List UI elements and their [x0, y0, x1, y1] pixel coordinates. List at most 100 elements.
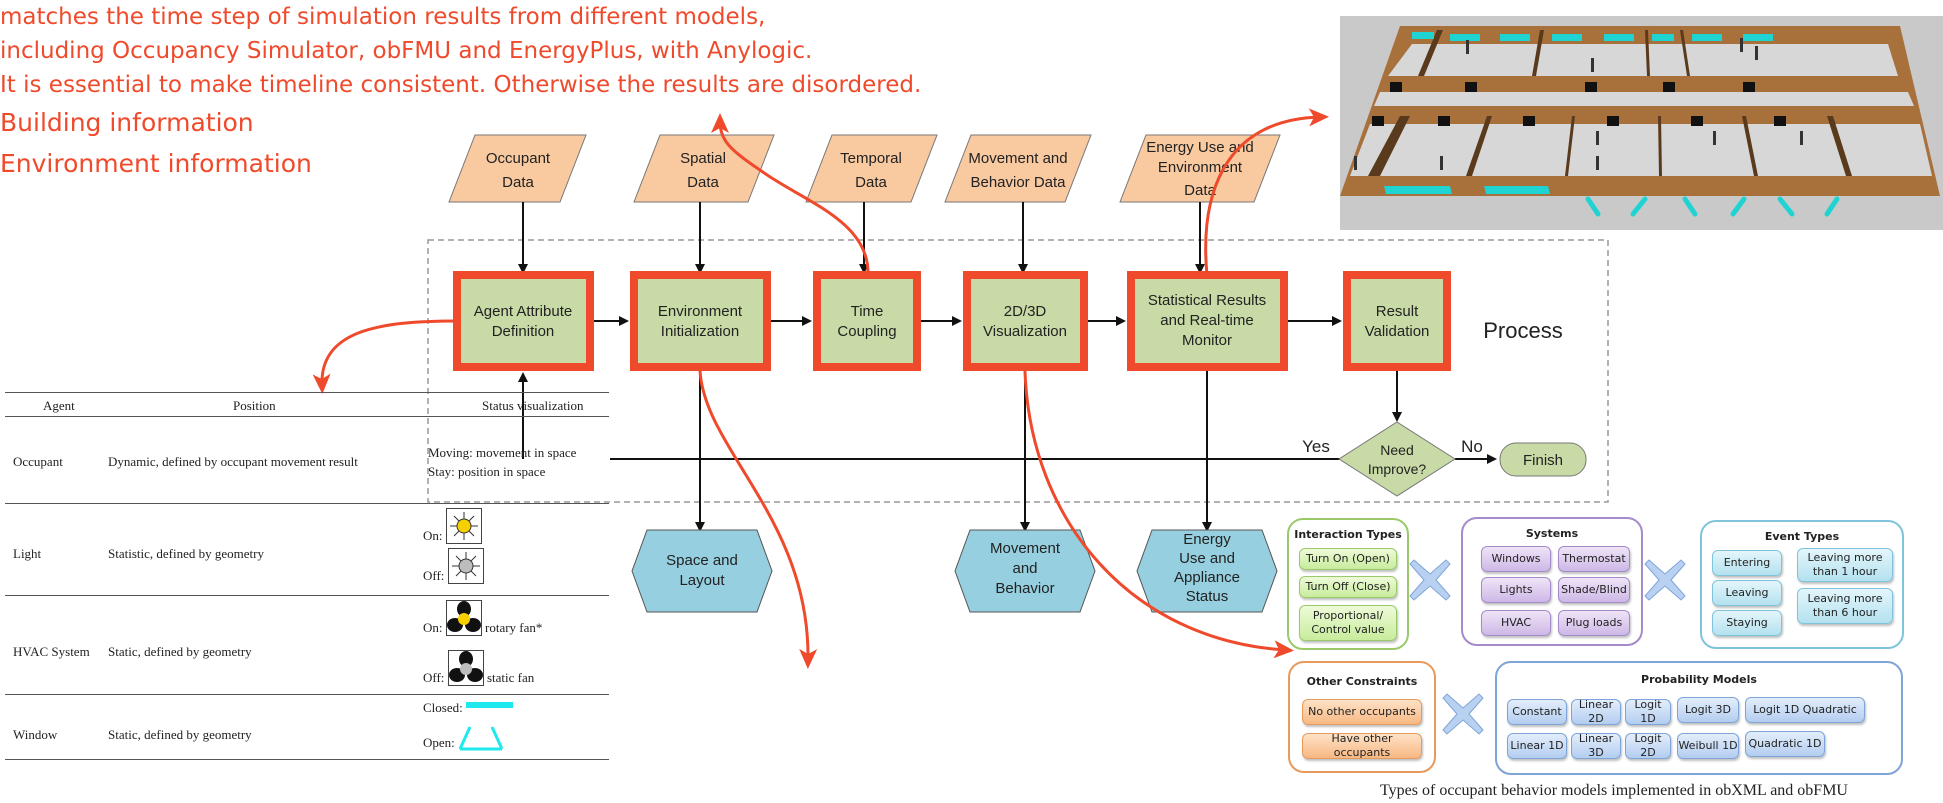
- input-temporal-data: Temporal Data: [805, 134, 938, 203]
- header-status: Status visualization: [482, 398, 584, 413]
- model-item: Logit 1D Quadratic: [1745, 697, 1865, 723]
- step-environment-initialization: Environment Initialization: [630, 271, 771, 371]
- input-label: Spatial: [680, 150, 726, 167]
- systems-panel: Systems Windows Thermostat Lights Shade/…: [1461, 517, 1643, 646]
- svg-text:Monitor: Monitor: [1182, 332, 1232, 349]
- model-item: Constant: [1507, 699, 1567, 725]
- row-window-status-open: Open:: [423, 725, 504, 751]
- input-label: Environment: [1158, 159, 1243, 176]
- render-scene: [1340, 16, 1943, 230]
- status-label: Closed:: [423, 700, 463, 715]
- svg-text:Status: Status: [1186, 588, 1229, 605]
- annotation-arrow-time: [711, 113, 870, 276]
- note-line: It is essential to make timeline consist…: [0, 72, 922, 98]
- window-closed-icon: [465, 702, 513, 708]
- svg-text:Space and: Space and: [666, 552, 738, 569]
- status-label: Open:: [423, 735, 455, 750]
- event-types-panel: Event Types Entering Leaving more than 1…: [1700, 520, 1904, 649]
- svg-text:Time: Time: [851, 303, 884, 320]
- event-item: Leaving more than 1 hour: [1797, 548, 1893, 582]
- note-line: Building information: [0, 108, 254, 137]
- row-occupant-agent: Occupant: [13, 454, 63, 469]
- model-item: Weibull 1D: [1677, 733, 1739, 759]
- svg-text:Initialization: Initialization: [661, 323, 739, 340]
- svg-text:Behavior: Behavior: [995, 580, 1054, 597]
- event-item: Leaving: [1712, 580, 1782, 606]
- decision-no-label: No: [1461, 437, 1483, 456]
- svg-text:and Real-time: and Real-time: [1160, 312, 1253, 329]
- multiply-icon: [1409, 559, 1451, 601]
- light-off-icon: [447, 548, 484, 584]
- row-light-status-off: Off:: [423, 548, 484, 584]
- svg-text:Agent Attribute: Agent Attribute: [474, 303, 572, 320]
- panel-title: Event Types: [1764, 530, 1840, 543]
- system-item: Windows: [1481, 546, 1551, 572]
- annotation-arrow-table: [312, 319, 458, 394]
- status-label: static fan: [486, 670, 535, 685]
- panel-title: Systems: [1525, 527, 1579, 540]
- system-item: Plug loads: [1558, 610, 1630, 636]
- fan-on-icon: [445, 600, 482, 636]
- note-line: Environment information: [0, 149, 312, 178]
- time-coupling-note: matches the time step of simulation resu…: [0, 0, 1943, 102]
- fan-off-icon: [447, 650, 484, 686]
- multiply-icon: [1442, 693, 1484, 735]
- model-item: Quadratic 1D: [1745, 731, 1825, 757]
- process-label: Process: [1483, 318, 1562, 343]
- input-label: Movement and: [968, 150, 1067, 167]
- model-item: Logit 3D: [1677, 697, 1739, 723]
- environment-note: Building information Environment informa…: [0, 102, 1943, 184]
- svg-text:2D/3D: 2D/3D: [1004, 303, 1047, 320]
- input-movement-behavior-data: Movement and Behavior Data: [944, 134, 1092, 203]
- svg-text:Statistical Results: Statistical Results: [1148, 292, 1266, 309]
- input-energy-environment-data: Energy Use and Environment Data: [1119, 134, 1281, 203]
- row-light-status-on: On:: [423, 508, 482, 544]
- step-agent-attribute-definition: Agent Attribute Definition: [453, 271, 594, 371]
- svg-text:Use and: Use and: [1179, 550, 1235, 567]
- event-item: Staying: [1712, 610, 1782, 636]
- model-item: Linear 2D: [1571, 698, 1621, 725]
- panel-title: Probability Models: [1641, 673, 1757, 686]
- status-label: On:: [423, 528, 443, 543]
- input-label: Data: [1184, 182, 1216, 199]
- model-item: Linear 3D: [1571, 732, 1621, 759]
- input-label: Occupant: [486, 150, 551, 167]
- row-hvac-status-on: On: rotary fan*: [423, 600, 542, 636]
- step-time-coupling: Time Coupling: [813, 271, 921, 371]
- decision-yes-label: Yes: [1302, 437, 1330, 456]
- interaction-item: Turn Off (Close): [1299, 576, 1397, 598]
- svg-text:Improve?: Improve?: [1368, 461, 1427, 477]
- model-item: Linear 1D: [1507, 733, 1567, 759]
- window-open-icon: [458, 726, 504, 751]
- svg-text:Environment: Environment: [658, 303, 743, 320]
- row-hvac-agent: HVAC System: [13, 644, 90, 659]
- building-3d-render: [1340, 16, 1943, 230]
- other-constraints-panel: Other Constraints No other occupants Hav…: [1288, 661, 1436, 773]
- input-label: Energy Use and: [1146, 139, 1254, 156]
- row-hvac-status-off: Off: static fan: [423, 650, 534, 686]
- model-item: Logit 1D: [1625, 698, 1671, 725]
- note-line: including Occupancy Simulator, obFMU and…: [0, 38, 813, 64]
- svg-text:Need: Need: [1380, 442, 1413, 458]
- row-occupant-status: Stay: position in space: [428, 464, 546, 479]
- row-hvac-position: Static, defined by geometry: [108, 644, 252, 659]
- system-item: Shade/Blind: [1558, 577, 1630, 603]
- svg-text:Energy: Energy: [1183, 531, 1231, 548]
- input-spatial-data: Spatial Data: [633, 134, 775, 203]
- row-light-agent: Light: [13, 546, 42, 561]
- svg-text:and: and: [1012, 560, 1037, 577]
- constraint-item: Have other occupants: [1302, 732, 1422, 759]
- panel-title: Interaction Types: [1294, 528, 1402, 541]
- model-item: Logit 2D: [1625, 732, 1671, 759]
- input-label: Behavior Data: [970, 174, 1066, 191]
- svg-text:Validation: Validation: [1365, 323, 1430, 340]
- step-visualization: 2D/3D Visualization: [963, 271, 1088, 371]
- input-label: Temporal: [840, 150, 902, 167]
- svg-text:Result: Result: [1376, 303, 1419, 320]
- note-line: matches the time step of simulation resu…: [0, 4, 766, 30]
- status-label: Off:: [423, 670, 445, 685]
- step-statistical-results-monitor: Statistical Results and Real-time Monito…: [1127, 271, 1288, 371]
- decision-need-improve: Need Improve?: [1338, 421, 1456, 497]
- system-item: HVAC: [1481, 610, 1551, 636]
